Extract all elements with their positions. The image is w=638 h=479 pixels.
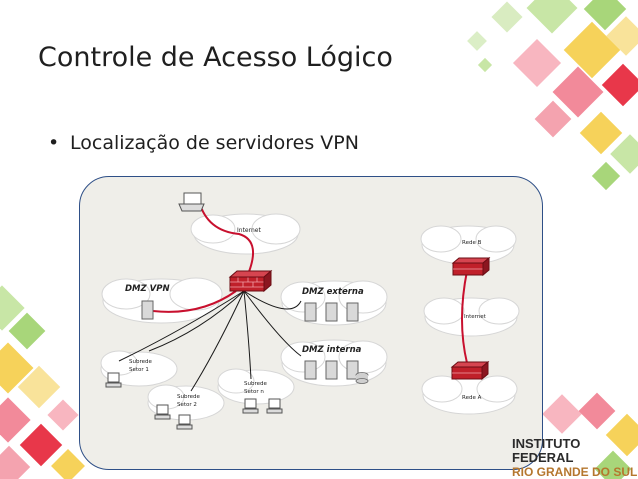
subrede-1-line2: Setor 1	[129, 367, 149, 373]
slide-title: Controle de Acesso Lógico	[38, 42, 393, 73]
internal-links	[118, 290, 302, 392]
cloud-subrede-n	[217, 368, 295, 405]
firewall-icon	[228, 269, 273, 293]
logo-line2: RIO GRANDE DO SUL	[512, 465, 638, 479]
server-externa-1-icon	[304, 302, 317, 322]
cloud-rede-a	[421, 375, 518, 415]
logo-line1: INSTITUTO FEDERAL	[512, 436, 581, 465]
network-diagram: Internet DMZ VPN DMZ externa DMZ interna…	[100, 192, 520, 430]
workstation-setor-n-a-icon	[242, 398, 259, 414]
bullet-dot-icon: •	[48, 132, 60, 154]
subrede-2-line2: Setor 2	[177, 402, 197, 408]
tiles-top-right	[467, 0, 638, 191]
laptop-icon	[178, 192, 205, 212]
workstation-setor-2b-icon	[176, 414, 193, 430]
server-interna-3-icon	[346, 360, 359, 380]
red-links	[152, 200, 468, 364]
firewall-rede-a-icon	[450, 360, 490, 381]
server-vpn-icon	[141, 300, 154, 320]
bullet-text: Localização de servidores VPN	[70, 132, 359, 154]
database-icon	[355, 372, 369, 384]
dmz-externa-label: DMZ externa	[302, 287, 364, 297]
workstation-setor-2a-icon	[154, 404, 171, 420]
institution-logo: INSTITUTO FEDERAL RIO GRANDE DO SUL	[512, 437, 638, 479]
rede-a-label: Rede A	[462, 395, 482, 401]
subrede-n-line1: Subrede	[244, 381, 267, 387]
internet-label: Internet	[237, 227, 261, 234]
server-externa-2-icon	[325, 302, 338, 322]
rede-b-label: Rede B	[462, 240, 482, 246]
network-diagram-panel: Internet DMZ VPN DMZ externa DMZ interna…	[79, 176, 543, 470]
cloud-internet	[190, 213, 301, 255]
tiles-left	[0, 285, 85, 479]
dmz-vpn-label: DMZ VPN	[125, 284, 170, 294]
workstation-setor-1-icon	[105, 372, 122, 388]
subrede-1-line1: Subrede	[129, 359, 152, 365]
cloud-rede-b	[420, 225, 517, 265]
server-externa-3-icon	[346, 302, 359, 322]
dmz-interna-label: DMZ interna	[302, 345, 362, 355]
bullet-item: • Localização de servidores VPN	[48, 132, 359, 154]
cloud-dmz-vpn	[101, 277, 223, 324]
subrede-n-line2: Setor n	[244, 389, 264, 395]
workstation-setor-n-b-icon	[266, 398, 283, 414]
server-interna-1-icon	[304, 360, 317, 380]
server-interna-2-icon	[325, 360, 338, 380]
cloud-internet-right	[423, 297, 520, 337]
firewall-rede-b-icon	[451, 256, 491, 277]
internet-right-label: Internet	[464, 314, 487, 320]
subrede-2-line1: Subrede	[177, 394, 200, 400]
